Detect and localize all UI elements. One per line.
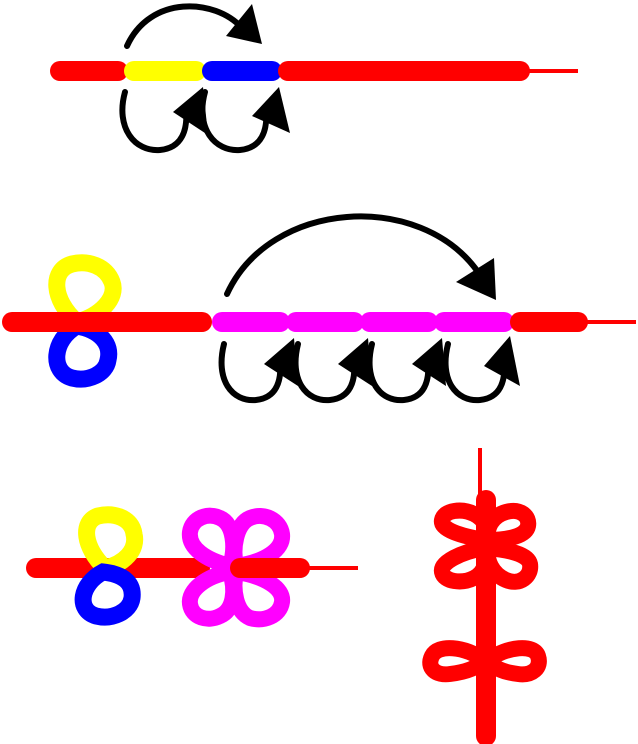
upper-loop-right-top (479, 503, 537, 549)
upper-loop-right-bottom (479, 539, 539, 590)
step-2-flower-yellow-blue (48, 254, 122, 388)
loop-blue (48, 317, 118, 388)
loop-magenta-1 (181, 507, 242, 576)
result-balloon-figure (422, 448, 547, 744)
twist-arrow (366, 341, 432, 404)
loop-yellow (78, 506, 144, 578)
arrowhead (226, 4, 262, 44)
loop-magenta-2 (226, 508, 291, 575)
arrowhead (173, 87, 208, 135)
upper-loop-left-bottom (434, 538, 494, 590)
twist-arrow (442, 341, 508, 404)
loop-magenta-4 (226, 563, 291, 628)
arrowhead (412, 338, 446, 386)
lower-loop-right (476, 640, 547, 683)
arrowhead (252, 87, 290, 133)
long-arc-arrow (124, 3, 245, 49)
twist-arrow (292, 341, 358, 404)
twist-arrow (119, 89, 190, 154)
twist-arrow (199, 89, 270, 154)
loop-magenta-3 (181, 562, 242, 627)
step-3-flower-yellow-blue (74, 506, 144, 626)
loop-yellow (48, 254, 122, 332)
arrowhead (484, 336, 520, 386)
arrowhead (338, 338, 372, 386)
lower-loop-left (422, 640, 496, 683)
arrowhead (264, 338, 298, 386)
step-3-flower-magenta (181, 507, 291, 628)
step-1-arrows (119, 3, 290, 154)
step-2-arrows (218, 213, 520, 404)
arrowhead (456, 258, 496, 300)
upper-loop-left-top (434, 502, 494, 550)
long-arc-arrow (224, 213, 481, 297)
twist-arrow (218, 341, 284, 404)
loop-blue (74, 563, 141, 626)
